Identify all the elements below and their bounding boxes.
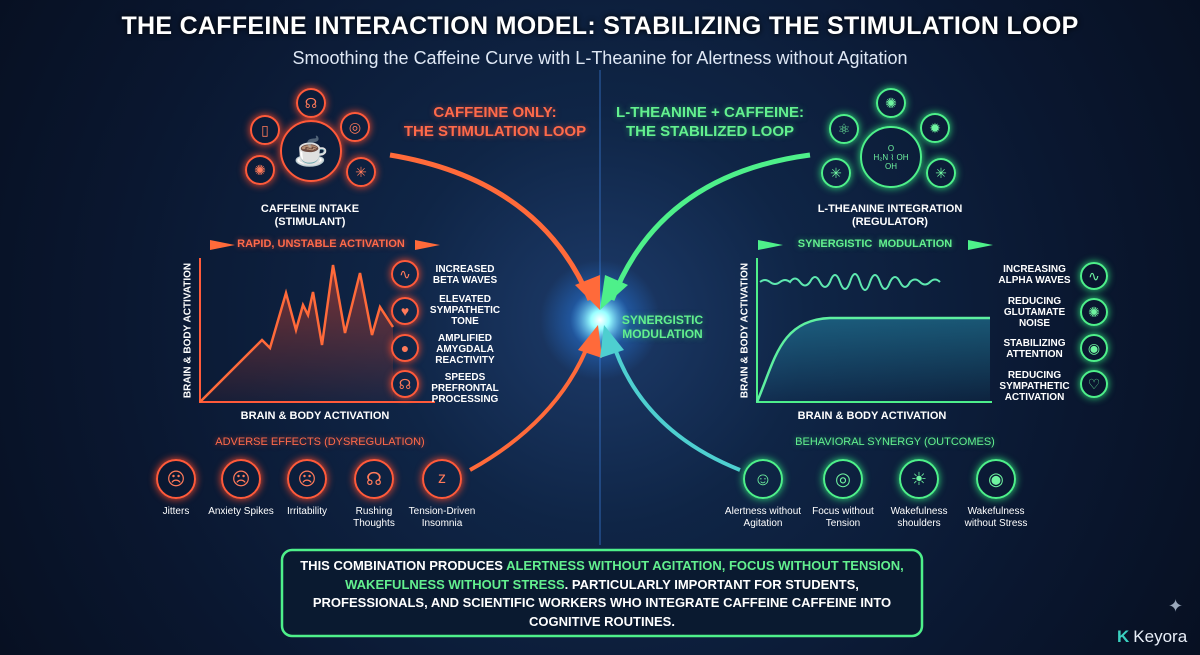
right-activation-chart bbox=[755, 240, 993, 403]
right-y-axis-label: BRAIN & BODY ACTIVATION bbox=[739, 262, 751, 399]
adverse-effects-title: ADVERSE EFFECTS (DYSREGULATION) bbox=[215, 436, 425, 448]
eye-icon: ◉ bbox=[1080, 334, 1108, 362]
amygdala-icon: ● bbox=[391, 334, 419, 362]
summary-box bbox=[280, 548, 924, 638]
anxiety-face-icon: ☹ bbox=[221, 459, 261, 499]
person-sun-icon: ☀ bbox=[899, 459, 939, 499]
brain-icon: ✺ bbox=[245, 155, 275, 185]
outcomes-title: BEHAVIORAL SYNERGY (OUTCOMES) bbox=[795, 436, 995, 448]
molecule-icon: ✳ bbox=[346, 157, 376, 187]
effect-label: SPEEDS PREFRONTAL PROCESSING bbox=[431, 372, 499, 405]
eye-icon: ◉ bbox=[976, 459, 1016, 499]
center-glow bbox=[540, 260, 660, 380]
head-brain-icon: ☊ bbox=[354, 459, 394, 499]
effect-label: AMPLIFIED AMYGDALA REACTIVITY bbox=[435, 333, 495, 366]
outcome-label: Alertness without Agitation bbox=[724, 506, 802, 529]
page-title: THE CAFFEINE INTERACTION MODEL: STABILIZ… bbox=[121, 12, 1079, 40]
coffee-cup-icon: ☕ bbox=[280, 120, 342, 182]
green-arrow-top bbox=[609, 152, 811, 301]
outcome-label: Focus without Tension bbox=[812, 506, 874, 529]
insomnia-icon: z bbox=[422, 459, 462, 499]
brand-name: Keyora bbox=[1133, 627, 1188, 646]
outcome-label: Wakefulness shoulders bbox=[890, 506, 948, 529]
theanine-hub-label: L-THEANINE INTEGRATION(REGULATOR) bbox=[817, 203, 963, 228]
red-arrow-top bbox=[389, 152, 593, 301]
adverse-label: Jitters bbox=[162, 506, 190, 517]
fingerprint-icon: ◎ bbox=[340, 112, 370, 142]
battery-icon: ▯ bbox=[250, 115, 280, 145]
sparkle-icon: ✦ bbox=[1168, 596, 1184, 616]
neuron-icon: ✹ bbox=[920, 113, 950, 143]
effect-label: REDUCING SYMPATHETIC ACTIVATION bbox=[999, 370, 1070, 403]
left-y-axis-label: BRAIN & BODY ACTIVATION bbox=[182, 262, 194, 399]
adverse-label: Rushing Thoughts bbox=[353, 506, 395, 529]
brain-icon: ✺ bbox=[1080, 298, 1108, 326]
left-x-axis-label: BRAIN & BODY ACTIVATION bbox=[240, 410, 390, 422]
molecule-icon: ✳ bbox=[821, 158, 851, 188]
effect-label: REDUCING GLUTAMATE NOISE bbox=[1003, 296, 1066, 329]
effect-label: INCREASING ALPHA WAVES bbox=[998, 264, 1071, 286]
left-flow-label: RAPID, UNSTABLE ACTIVATION bbox=[237, 238, 405, 250]
page-subtitle: Smoothing the Caffeine Curve with L-Thea… bbox=[292, 48, 908, 68]
caffeine-hub-label: CAFFEINE INTAKE(STIMULANT) bbox=[260, 203, 360, 228]
atom-icon: ⚛ bbox=[829, 114, 859, 144]
brain-icon: ✺ bbox=[876, 88, 906, 118]
adverse-label: Tension-Driven Insomnia bbox=[408, 506, 476, 529]
green-arrow-bottom bbox=[610, 339, 741, 472]
head-brain-icon: ☊ bbox=[391, 370, 419, 398]
smile-icon: ☺ bbox=[743, 459, 783, 499]
left-heading: CAFFEINE ONLY:THE STIMULATION LOOP bbox=[403, 104, 587, 140]
head-brain-icon: ☊ bbox=[296, 88, 326, 118]
outcome-label: Wakefulness without Stress bbox=[964, 506, 1028, 529]
pulse-icon: ∿ bbox=[1080, 262, 1108, 290]
heart-pulse-icon: ♡ bbox=[1080, 370, 1108, 398]
right-flow-label: SYNERGISTIC MODULATION bbox=[797, 238, 953, 250]
adverse-label: Anxiety Spikes bbox=[208, 506, 274, 517]
left-activation-chart bbox=[199, 240, 440, 403]
effect-label: ELEVATED SYMPATHETIC TONE bbox=[429, 294, 501, 327]
effect-label: STABILIZING ATTENTION bbox=[1003, 338, 1066, 360]
summary-text: THIS COMBINATION PRODUCES ALERTNESS WITH… bbox=[300, 558, 904, 629]
adverse-label: Irritability bbox=[286, 506, 327, 517]
brand-k-icon: K bbox=[1117, 627, 1130, 646]
target-icon: ◎ bbox=[823, 459, 863, 499]
irritable-face-icon: ☹ bbox=[287, 459, 327, 499]
red-arrow-bottom bbox=[469, 339, 592, 472]
jitters-face-icon: ☹ bbox=[156, 459, 196, 499]
wave-icon: ∿ bbox=[391, 260, 419, 288]
right-x-axis-label: BRAIN & BODY ACTIVATION bbox=[797, 410, 947, 422]
effect-label: INCREASED BETA WAVES bbox=[432, 264, 498, 286]
right-heading: L-THEANINE + CAFFEINE:THE STABILIZED LOO… bbox=[616, 104, 804, 140]
heart-icon: ♥ bbox=[391, 297, 419, 325]
network-icon: ✳ bbox=[926, 158, 956, 188]
